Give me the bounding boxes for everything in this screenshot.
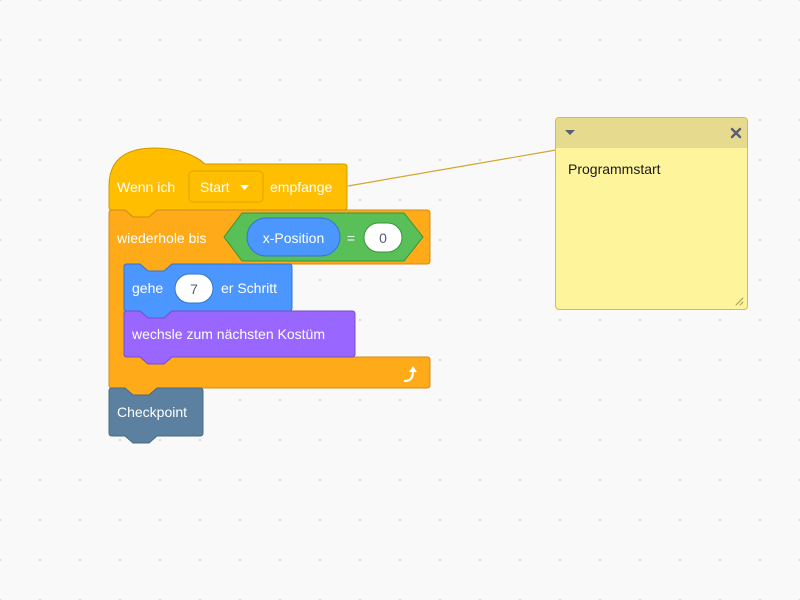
x-position-reporter[interactable]: x-Position bbox=[246, 217, 341, 257]
receive-suffix-label: empfange bbox=[270, 179, 332, 195]
steps-input[interactable]: 7 bbox=[174, 273, 214, 304]
close-icon[interactable] bbox=[729, 126, 743, 140]
repeat-arrow-icon bbox=[403, 366, 417, 383]
steps-input-value: 7 bbox=[190, 281, 198, 297]
repeat-until-label: wiederhole bis bbox=[116, 230, 207, 246]
equals-sign: = bbox=[347, 230, 355, 246]
checkpoint-label: Checkpoint bbox=[117, 404, 187, 420]
chevron-down-icon bbox=[240, 185, 249, 190]
equals-operator[interactable]: x-Position = 0 bbox=[223, 212, 424, 262]
when-i-receive-block[interactable]: Wenn ich Start empfange bbox=[108, 147, 348, 218]
comment-note-text[interactable]: Programmstart bbox=[568, 161, 661, 177]
checkpoint-custom-block[interactable]: Checkpoint bbox=[108, 387, 204, 444]
move-prefix-label: gehe bbox=[132, 280, 163, 296]
move-suffix-label: er Schritt bbox=[221, 280, 277, 296]
message-dropdown[interactable]: Start bbox=[188, 170, 264, 203]
x-position-label: x-Position bbox=[263, 230, 324, 246]
comment-note-header[interactable] bbox=[556, 118, 747, 148]
equals-value-input[interactable]: 0 bbox=[363, 222, 403, 253]
comment-note[interactable]: Programmstart bbox=[555, 117, 748, 310]
resize-handle-icon[interactable] bbox=[734, 296, 744, 306]
next-costume-block[interactable]: wechsle zum nächsten Kostüm bbox=[123, 310, 356, 365]
message-dropdown-value: Start bbox=[200, 179, 230, 195]
next-costume-label: wechsle zum nächsten Kostüm bbox=[131, 326, 325, 342]
move-steps-block[interactable]: gehe 7 er Schritt bbox=[123, 263, 293, 319]
note-connector-line bbox=[347, 149, 557, 187]
equals-value-text: 0 bbox=[379, 230, 387, 246]
when-i-receive-label: Wenn ich bbox=[117, 179, 175, 195]
collapse-icon[interactable] bbox=[564, 128, 576, 138]
